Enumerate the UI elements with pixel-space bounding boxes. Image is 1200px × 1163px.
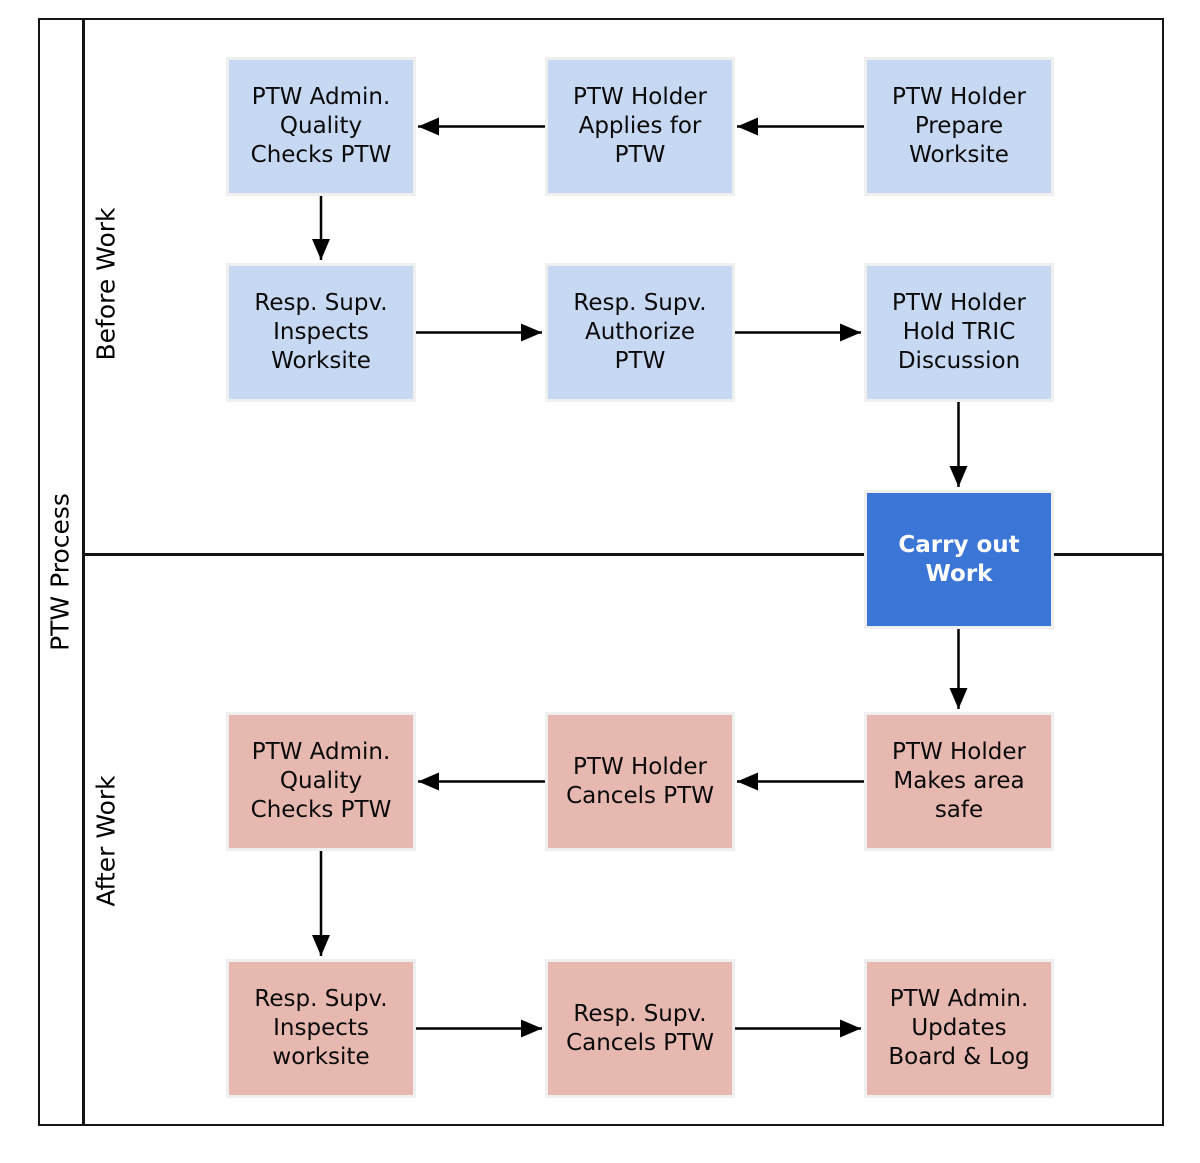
- node-supv-authorize-ptw: Resp. Supv. Authorize PTW: [545, 263, 735, 402]
- node-admin-quality-checks-after: PTW Admin. Quality Checks PTW: [226, 712, 416, 851]
- node-supv-inspects-worksite-after: Resp. Supv. Inspects worksite: [226, 959, 416, 1098]
- before-after-divider: [84, 553, 1164, 556]
- node-holder-prepare-worksite: PTW Holder Prepare Worksite: [864, 57, 1054, 196]
- node-supv-inspects-worksite-before: Resp. Supv. Inspects Worksite: [226, 263, 416, 402]
- node-supv-cancels-ptw: Resp. Supv. Cancels PTW: [545, 959, 735, 1098]
- node-admin-quality-checks-before: PTW Admin. Quality Checks PTW: [226, 57, 416, 196]
- title-lane-divider: [82, 18, 85, 1126]
- diagram-outer-border: [38, 18, 1164, 1126]
- node-holder-applies-for-ptw: PTW Holder Applies for PTW: [545, 57, 735, 196]
- node-holder-makes-area-safe: PTW Holder Makes area safe: [864, 712, 1054, 851]
- node-holder-cancels-ptw: PTW Holder Cancels PTW: [545, 712, 735, 851]
- node-holder-hold-tric-discussion: PTW Holder Hold TRIC Discussion: [864, 263, 1054, 402]
- node-admin-updates-board-log: PTW Admin. Updates Board & Log: [864, 959, 1054, 1098]
- node-carry-out-work: Carry out Work: [864, 490, 1054, 629]
